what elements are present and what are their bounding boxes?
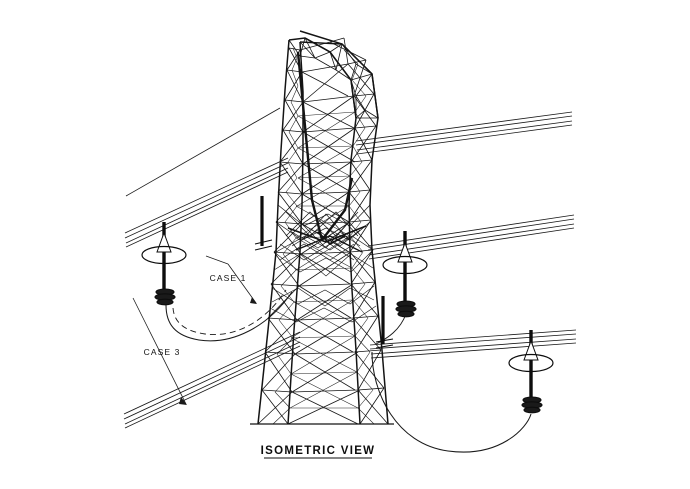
case-3-leader-line <box>147 327 187 405</box>
insulator-mid-right-corona-ring <box>382 255 428 275</box>
case-1-label: CASE 1 <box>210 273 247 283</box>
case-3-extension-line <box>132 297 149 329</box>
insulator-mid-right <box>382 231 428 318</box>
insulator-left <box>141 222 187 306</box>
attachment-post-right <box>375 296 394 349</box>
jumper-loop-group <box>165 289 532 453</box>
case-1-arrowhead <box>250 297 257 304</box>
insulator-lower-right-corona-ring <box>508 353 554 373</box>
insulator-lower-right-disc-stack <box>521 396 543 414</box>
insulator-left-cap <box>156 231 172 253</box>
tower-midsection-mesh <box>269 249 377 323</box>
tower-secondary-lattice <box>272 47 375 425</box>
jumper-drop-mid-right <box>375 313 407 345</box>
case-1-extension-line <box>205 255 229 265</box>
page-title: ISOMETRIC VIEW <box>261 445 376 457</box>
jumper-loop-right <box>371 351 532 453</box>
case-3-arrowhead <box>179 397 187 405</box>
conductor-mid-left <box>124 157 289 248</box>
lattice-transmission-tower <box>250 30 394 425</box>
annotation-group <box>132 255 257 405</box>
conductor-lower-right <box>369 329 577 359</box>
jumper-loop-case-3 <box>165 291 293 342</box>
insulator-mid-right-cap <box>397 241 413 263</box>
tower-head-arch <box>288 37 379 246</box>
tower-crotch-cluster <box>275 204 374 261</box>
insulator-lower-right <box>508 330 554 414</box>
case-1-leader-line <box>227 263 257 304</box>
conductor-lower-left <box>123 331 301 429</box>
insulator-mid-right-disc-stack <box>395 300 417 318</box>
jumper-loop-case-1 <box>172 289 287 336</box>
insulator-left-corona-ring <box>141 245 187 265</box>
insulator-left-disc-stack <box>154 288 176 306</box>
conductor-upper-left <box>125 107 281 197</box>
attachment-post-left <box>254 196 273 251</box>
insulator-lower-right-cap <box>523 339 539 361</box>
case-3-label: CASE 3 <box>144 347 181 357</box>
conductor-upper-right <box>355 111 573 155</box>
conductor-attachment-posts <box>254 196 394 349</box>
